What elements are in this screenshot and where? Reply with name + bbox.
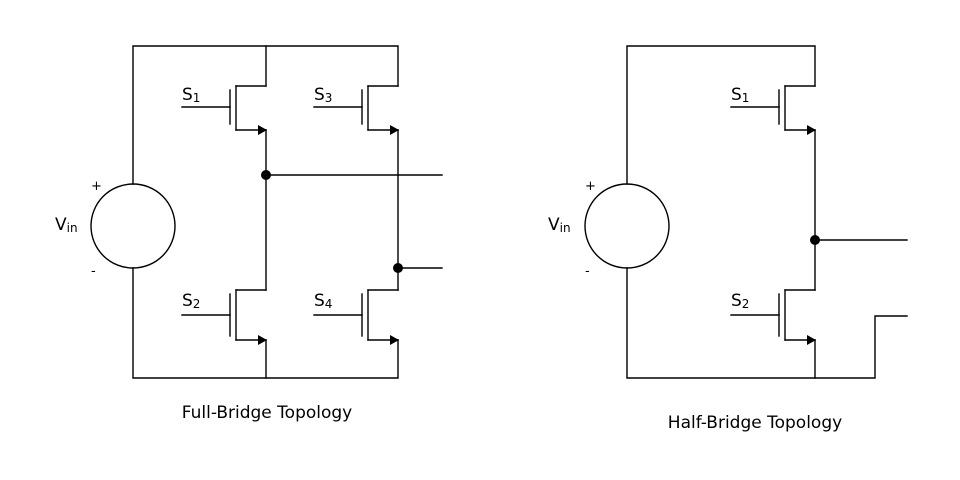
vin-label: Vin xyxy=(55,215,78,235)
full-bridge-circuit: + - Vin S1 S3 xyxy=(55,45,443,423)
switch-s2: S2 xyxy=(730,289,816,345)
s1-label: S1 xyxy=(182,85,200,105)
switch-s1: S1 xyxy=(181,85,267,135)
voltage-source-full: + - Vin xyxy=(55,179,176,279)
switch-arrow xyxy=(807,125,816,135)
switch-arrow xyxy=(807,335,816,345)
plus-sign: + xyxy=(91,179,102,194)
s2-label: S2 xyxy=(731,291,749,311)
minus-sign: - xyxy=(91,264,96,279)
half-bridge-circuit: + - Vin S1 S2 Half-Bridge Topology xyxy=(548,45,908,433)
switch-s4: S4 xyxy=(313,289,399,345)
junction-dot xyxy=(810,235,820,245)
half-bridge-caption: Half-Bridge Topology xyxy=(668,413,842,433)
s1-label: S1 xyxy=(731,85,749,105)
s4-label: S4 xyxy=(314,291,332,311)
switch-s3: S3 xyxy=(313,85,399,135)
s2-label: S2 xyxy=(182,291,200,311)
vin-label: Vin xyxy=(548,215,571,235)
junction-dot xyxy=(261,170,271,180)
half-bridge-wires xyxy=(626,45,908,379)
switch-arrow xyxy=(390,125,399,135)
plus-sign: + xyxy=(585,179,596,194)
full-bridge-wires xyxy=(132,45,443,379)
switch-arrow xyxy=(390,335,399,345)
switch-s1: S1 xyxy=(730,85,816,135)
switch-arrow xyxy=(258,125,267,135)
voltage-source-half: + - Vin xyxy=(548,179,670,279)
source-circle xyxy=(90,183,176,269)
source-circle xyxy=(584,183,670,269)
minus-sign: - xyxy=(585,264,590,279)
switch-s2: S2 xyxy=(181,289,267,345)
full-bridge-caption: Full-Bridge Topology xyxy=(182,403,352,423)
s3-label: S3 xyxy=(314,85,332,105)
junction-dot xyxy=(393,263,403,273)
switch-arrow xyxy=(258,335,267,345)
